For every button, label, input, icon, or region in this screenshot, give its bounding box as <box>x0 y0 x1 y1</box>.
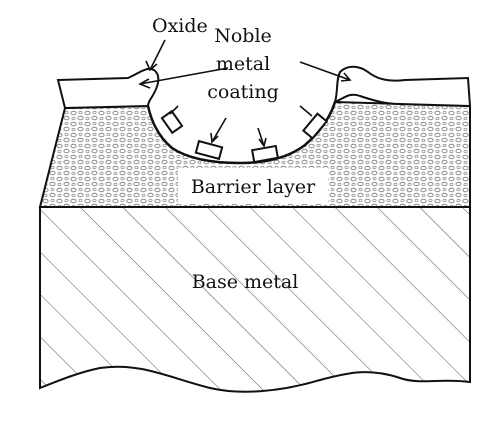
label-noble-line2: metal <box>216 53 270 75</box>
label-barrier-layer: Barrier layer <box>191 176 316 198</box>
platelet-3 <box>250 144 280 164</box>
oxide-layer-left <box>56 68 160 110</box>
coating-platelets <box>160 109 329 164</box>
leader-arrows <box>138 39 352 148</box>
label-noble-line3: coating <box>207 81 279 103</box>
platelet-2 <box>194 139 224 161</box>
platelet-4 <box>301 112 329 140</box>
barrier-label-box <box>178 168 328 204</box>
base-metal-region <box>39 206 471 393</box>
label-oxide: Oxide <box>152 15 208 37</box>
platelet-1 <box>160 109 184 135</box>
label-base-metal: Base metal <box>192 271 299 293</box>
oxide-layer-right <box>333 65 472 108</box>
label-noble-line1: Noble <box>214 25 272 47</box>
